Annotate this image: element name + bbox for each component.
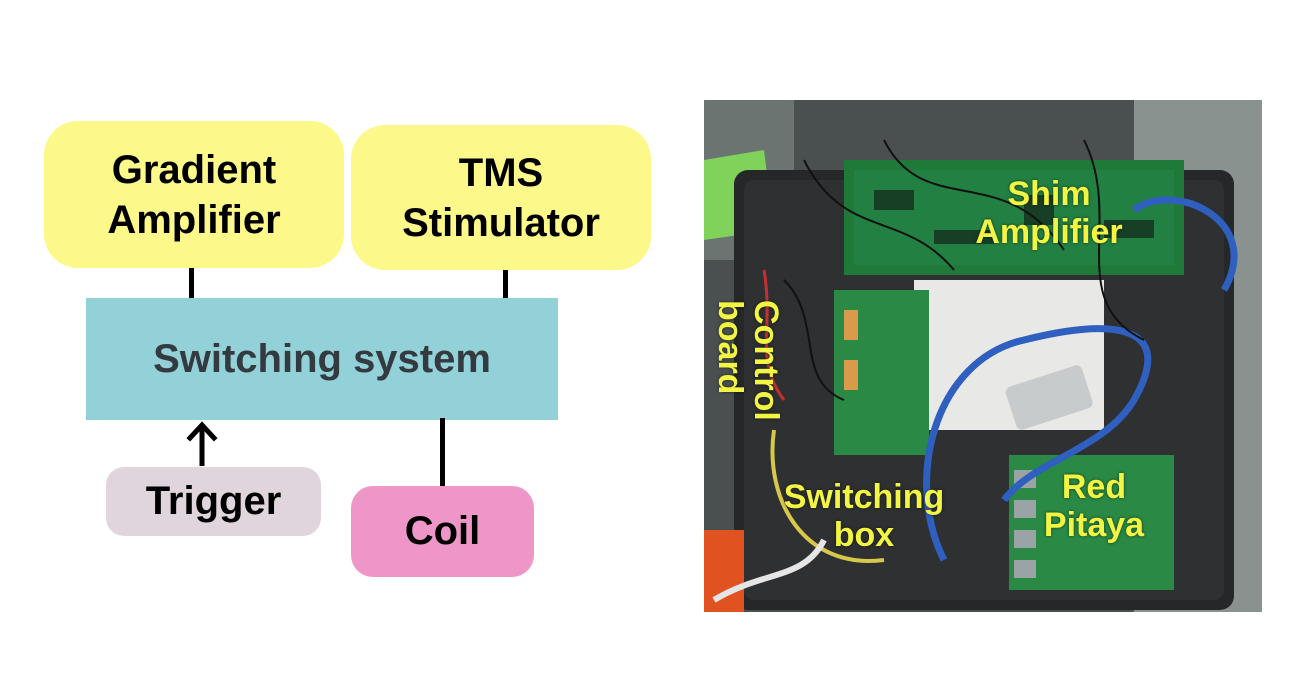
gradient-connector-line	[189, 268, 194, 314]
switching-system-block: Switching system	[86, 298, 558, 420]
switching-system-label: Switching system	[153, 336, 491, 381]
trigger-arrow-icon	[186, 421, 218, 466]
tms-stimulator-block: TMS Stimulator	[351, 125, 651, 270]
hardware-photo-illustration	[704, 100, 1262, 612]
tms-stimulator-line1: TMS	[458, 150, 544, 195]
tms-connector-line	[503, 270, 508, 310]
coil-block: Coil	[351, 486, 534, 577]
coil-connector-line	[440, 418, 445, 486]
shim-amplifier-line2: Amplifier	[975, 213, 1123, 251]
shim-amplifier-line1: Shim	[1007, 175, 1091, 213]
coil-label: Coil	[404, 509, 481, 553]
switching-box-label: Switching box	[759, 478, 969, 554]
gradient-amplifier-line2: Amplifier	[107, 197, 281, 242]
shim-amplifier-label: Shim Amplifier	[949, 175, 1149, 251]
control-board-line2: board	[711, 300, 749, 395]
gradient-amplifier-block: Gradient Amplifier	[44, 121, 344, 268]
red-pitaya-line2: Pitaya	[1043, 506, 1145, 544]
trigger-block: Trigger	[106, 467, 321, 536]
control-board-label: Control board	[711, 300, 785, 500]
tms-stimulator-line2: Stimulator	[402, 200, 600, 245]
red-pitaya-line1: Red	[1061, 468, 1127, 506]
trigger-label: Trigger	[145, 479, 282, 523]
gradient-amplifier-line1: Gradient	[111, 147, 277, 192]
hardware-photo: Shim Amplifier Control board Switching b…	[704, 100, 1262, 612]
control-board-line1: Control	[747, 300, 785, 421]
switching-box-line1: Switching	[783, 478, 945, 516]
red-pitaya-label: Red Pitaya	[1029, 468, 1159, 544]
switching-box-line2: box	[833, 516, 895, 554]
